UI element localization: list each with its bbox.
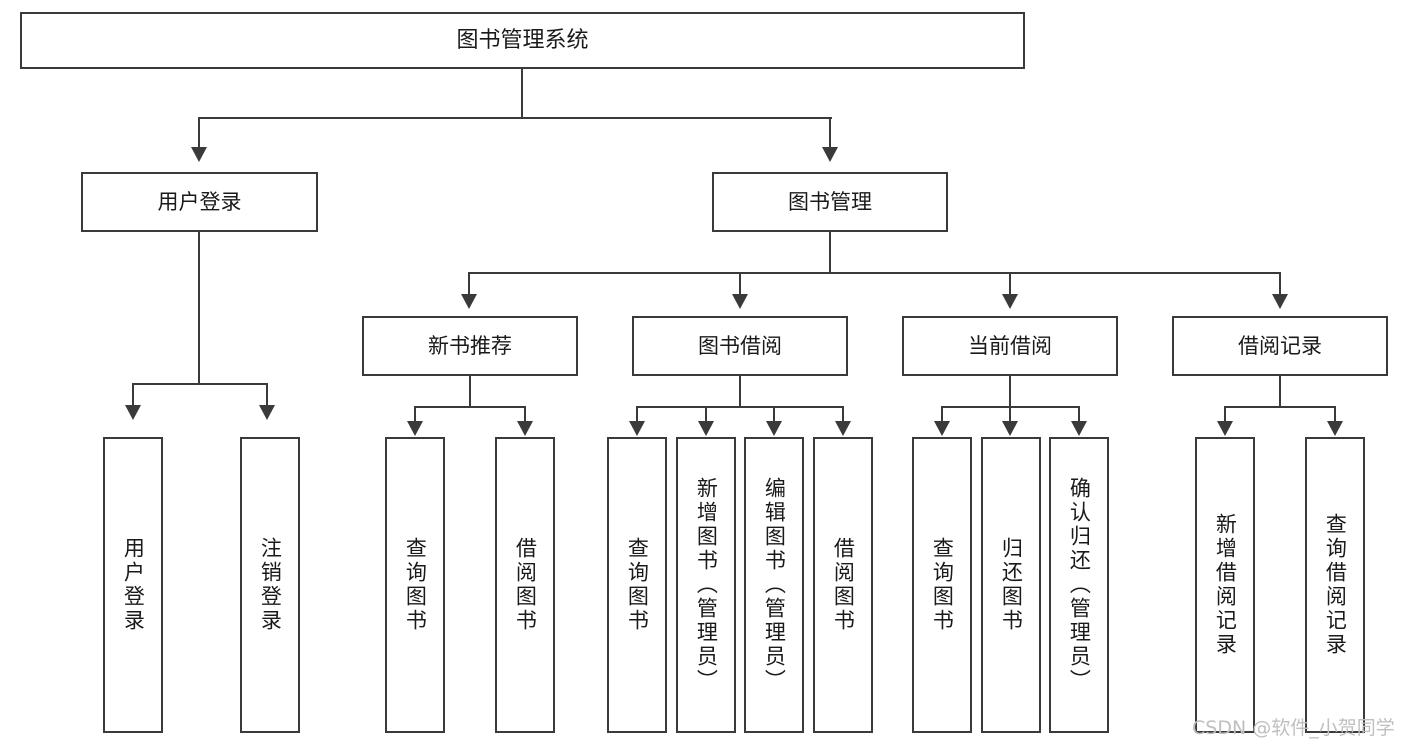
connector-user-login-bus: [132, 383, 267, 385]
leaf-label: 查询图书: [625, 537, 650, 633]
arrowhead-current-borrow: [1002, 294, 1018, 309]
connector-book-manage-drop-4: [1279, 272, 1281, 294]
arrowhead-new-book-2: [517, 421, 533, 436]
arrowhead-new-book-recommend: [461, 294, 477, 309]
node-book-borrow[interactable]: 图书借阅: [632, 316, 848, 376]
leaf-user-login[interactable]: 用户登录: [103, 437, 163, 733]
connector-book-borrow-drop-2: [705, 406, 707, 422]
node-label: 新书推荐: [428, 333, 512, 358]
connector-book-borrow-bus: [636, 406, 844, 408]
connector-book-manage-drop-1: [468, 272, 470, 294]
connector-root-drop-left: [198, 117, 200, 147]
leaf-label: 借阅图书: [513, 537, 538, 633]
node-borrow-record[interactable]: 借阅记录: [1172, 316, 1388, 376]
leaf-label: 查询图书: [403, 537, 428, 633]
connector-new-book-drop-1: [414, 406, 416, 422]
connector-book-borrow-drop-4: [842, 406, 844, 422]
leaf-label: 注销登录: [258, 537, 283, 633]
leaf-borrow-book[interactable]: 借阅图书: [813, 437, 873, 733]
leaf-label: 编辑图书（管理员）: [762, 477, 787, 693]
leaf-add-book-admin[interactable]: 新增图书（管理员）: [676, 437, 736, 733]
connector-book-borrow-drop-1: [636, 406, 638, 422]
node-label: 当前借阅: [968, 333, 1052, 358]
arrowhead-book-borrow-3: [766, 421, 782, 436]
leaf-return-book[interactable]: 归还图书: [981, 437, 1041, 733]
leaf-add-borrow-record[interactable]: 新增借阅记录: [1195, 437, 1255, 733]
connector-new-book-bus: [414, 406, 525, 408]
connector-current-borrow-drop-3: [1078, 406, 1080, 422]
leaf-query-book-borrow[interactable]: 查询图书: [607, 437, 667, 733]
connector-book-manage-stem: [829, 232, 831, 273]
leaf-query-borrow-record[interactable]: 查询借阅记录: [1305, 437, 1365, 733]
connector-root-bus: [198, 117, 832, 119]
connector-new-book-stem: [469, 376, 471, 407]
connector-borrow-record-drop-1: [1224, 406, 1226, 422]
arrowhead-to-user-login: [191, 147, 207, 162]
leaf-label: 确认归还（管理员）: [1067, 477, 1092, 693]
connector-book-borrow-stem: [739, 376, 741, 407]
leaf-label: 用户登录: [121, 537, 146, 633]
arrowhead-user-login-2: [259, 405, 275, 420]
leaf-label: 新增借阅记录: [1213, 513, 1238, 657]
node-current-borrow[interactable]: 当前借阅: [902, 316, 1118, 376]
arrowhead-borrow-record: [1272, 294, 1288, 309]
connector-current-borrow-drop-2: [1009, 406, 1011, 422]
connector-current-borrow-drop-1: [941, 406, 943, 422]
connector-book-manage-drop-2: [739, 272, 741, 294]
connector-current-borrow-stem: [1009, 376, 1011, 407]
arrowhead-current-borrow-1: [934, 421, 950, 436]
leaf-query-book-recommend[interactable]: 查询图书: [385, 437, 445, 733]
leaf-query-book-current[interactable]: 查询图书: [912, 437, 972, 733]
arrowhead-to-book-manage: [822, 147, 838, 162]
arrowhead-current-borrow-3: [1071, 421, 1087, 436]
connector-root-stem: [521, 69, 523, 118]
leaf-label: 查询借阅记录: [1323, 513, 1348, 657]
leaf-label: 归还图书: [999, 537, 1024, 633]
node-label: 图书管理: [788, 189, 872, 214]
arrowhead-book-borrow: [732, 294, 748, 309]
connector-book-manage-drop-3: [1009, 272, 1011, 294]
leaf-confirm-return-admin[interactable]: 确认归还（管理员）: [1049, 437, 1109, 733]
connector-borrow-record-drop-2: [1334, 406, 1336, 422]
node-book-manage[interactable]: 图书管理: [712, 172, 948, 232]
connector-new-book-drop-2: [524, 406, 526, 422]
node-label: 图书借阅: [698, 333, 782, 358]
leaf-label: 查询图书: [930, 537, 955, 633]
arrowhead-book-borrow-4: [835, 421, 851, 436]
connector-book-manage-bus: [468, 272, 1280, 274]
node-label: 借阅记录: [1238, 333, 1322, 358]
connector-borrow-record-bus: [1224, 406, 1335, 408]
node-new-book-recommend[interactable]: 新书推荐: [362, 316, 578, 376]
node-root-system[interactable]: 图书管理系统: [20, 12, 1025, 69]
connector-borrow-record-stem: [1279, 376, 1281, 407]
leaf-label: 借阅图书: [831, 537, 856, 633]
leaf-logout[interactable]: 注销登录: [240, 437, 300, 733]
leaf-label: 新增图书（管理员）: [694, 477, 719, 693]
leaf-edit-book-admin[interactable]: 编辑图书（管理员）: [744, 437, 804, 733]
node-label: 用户登录: [157, 189, 242, 214]
connector-user-login-drop-1: [132, 383, 134, 405]
connector-root-drop-right: [829, 117, 831, 147]
arrowhead-book-borrow-2: [698, 421, 714, 436]
arrowhead-borrow-record-2: [1327, 421, 1343, 436]
arrowhead-new-book-1: [407, 421, 423, 436]
arrowhead-book-borrow-1: [629, 421, 645, 436]
arrowhead-borrow-record-1: [1217, 421, 1233, 436]
connector-user-login-drop-2: [266, 383, 268, 405]
arrowhead-user-login-1: [125, 405, 141, 420]
leaf-borrow-book-recommend[interactable]: 借阅图书: [495, 437, 555, 733]
connector-book-borrow-drop-3: [773, 406, 775, 422]
arrowhead-current-borrow-2: [1002, 421, 1018, 436]
node-user-login[interactable]: 用户登录: [81, 172, 318, 232]
connector-user-login-stem: [198, 232, 200, 384]
node-label: 图书管理系统: [456, 27, 589, 53]
